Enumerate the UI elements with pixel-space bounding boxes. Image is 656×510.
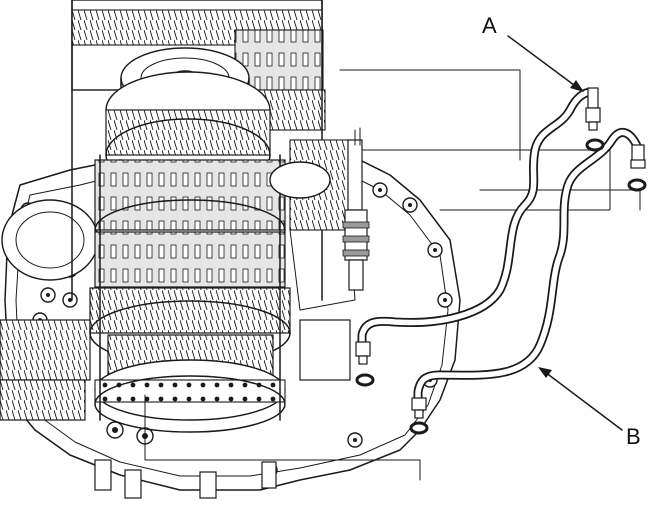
- callout-label-a: A: [482, 13, 497, 38]
- callout-label-b: B: [626, 424, 641, 449]
- case-mounting-feet: [94, 459, 277, 499]
- callout-arrows: [507, 35, 623, 431]
- pressure-sensor: [342, 127, 370, 291]
- sealing-washers: [355, 138, 647, 435]
- hose-b: [411, 128, 646, 419]
- hose-a: [355, 87, 601, 365]
- right-gear-cluster: [269, 139, 356, 381]
- main-shaft-assembly: [89, 47, 421, 481]
- left-gear-stack: [0, 199, 99, 421]
